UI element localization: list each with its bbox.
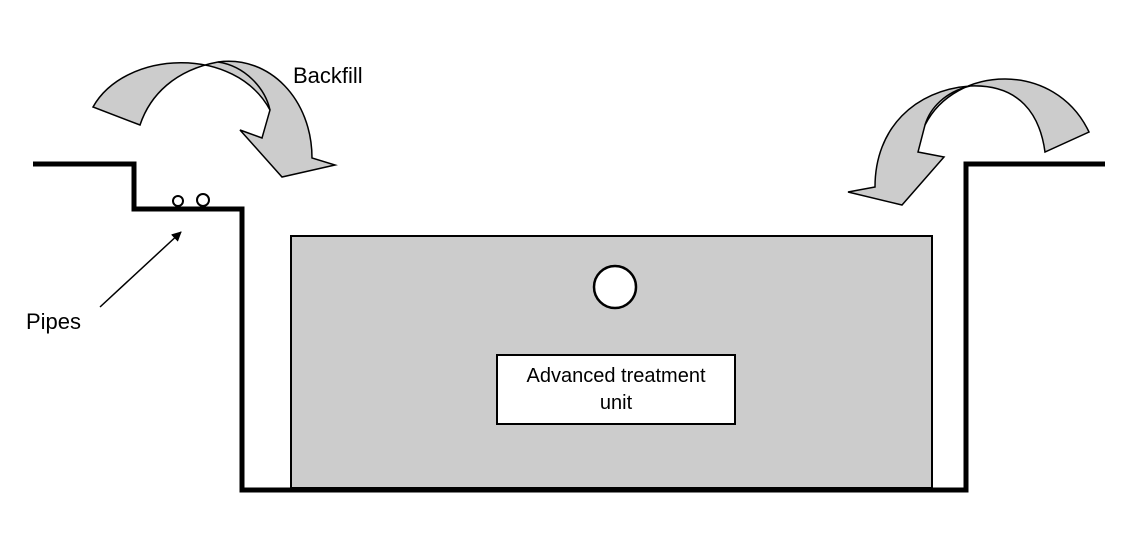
backfill-arrow-right-fold xyxy=(924,85,971,126)
excavation-outline xyxy=(33,161,1105,493)
unit-label-box xyxy=(496,354,736,425)
backfill-arrow-left-fold xyxy=(217,61,271,111)
pipes-label: Pipes xyxy=(26,309,81,334)
backfill-arrow-left xyxy=(91,60,338,178)
pipe-small xyxy=(172,195,184,207)
pipes-pointer-arrow xyxy=(99,231,182,308)
unit-label: Advanced treatment unit xyxy=(497,355,735,424)
unit-label-line1: Advanced treatment xyxy=(526,364,706,387)
access-opening xyxy=(592,264,638,310)
backfill-arrow-right xyxy=(847,78,1091,206)
unit-label-line2: unit xyxy=(599,391,633,414)
pipe-large xyxy=(196,193,210,207)
backfill-label: Backfill xyxy=(293,63,363,88)
